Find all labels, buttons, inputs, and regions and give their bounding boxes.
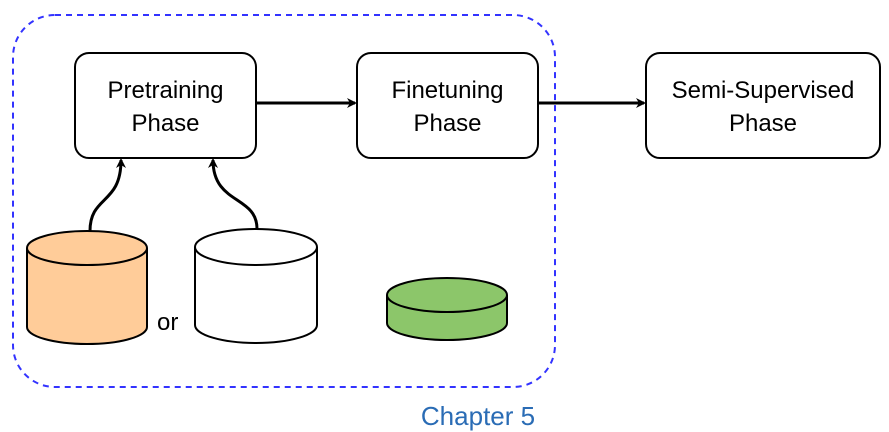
semi-supervised-phase-label-line1: Semi-Supervised [672, 77, 855, 104]
pretraining-phase-label-line1: Pretraining [107, 77, 223, 104]
orange-dataset-cylinder [26, 230, 148, 345]
white-dataset-cylinder [194, 228, 318, 344]
pretraining-phase-label-line2: Phase [131, 110, 199, 137]
semi-supervised-phase-box: Semi-Supervised Phase [645, 52, 881, 159]
pretraining-phase-box: Pretraining Phase [74, 52, 257, 159]
or-label: or [157, 309, 178, 336]
finetuning-phase-label-line2: Phase [413, 110, 481, 137]
finetuning-phase-box: Finetuning Phase [356, 52, 539, 159]
chapter-5-label: Chapter 5 [421, 401, 535, 431]
arrow-white-dataset-to-pretraining [208, 158, 259, 230]
arrow-orange-dataset-to-pretraining [88, 158, 126, 232]
finetuning-phase-label-line1: Finetuning [391, 77, 503, 104]
green-dataset-cylinder [386, 277, 508, 341]
semi-supervised-phase-label-line2: Phase [729, 110, 797, 137]
chapter-5-group [12, 14, 556, 388]
